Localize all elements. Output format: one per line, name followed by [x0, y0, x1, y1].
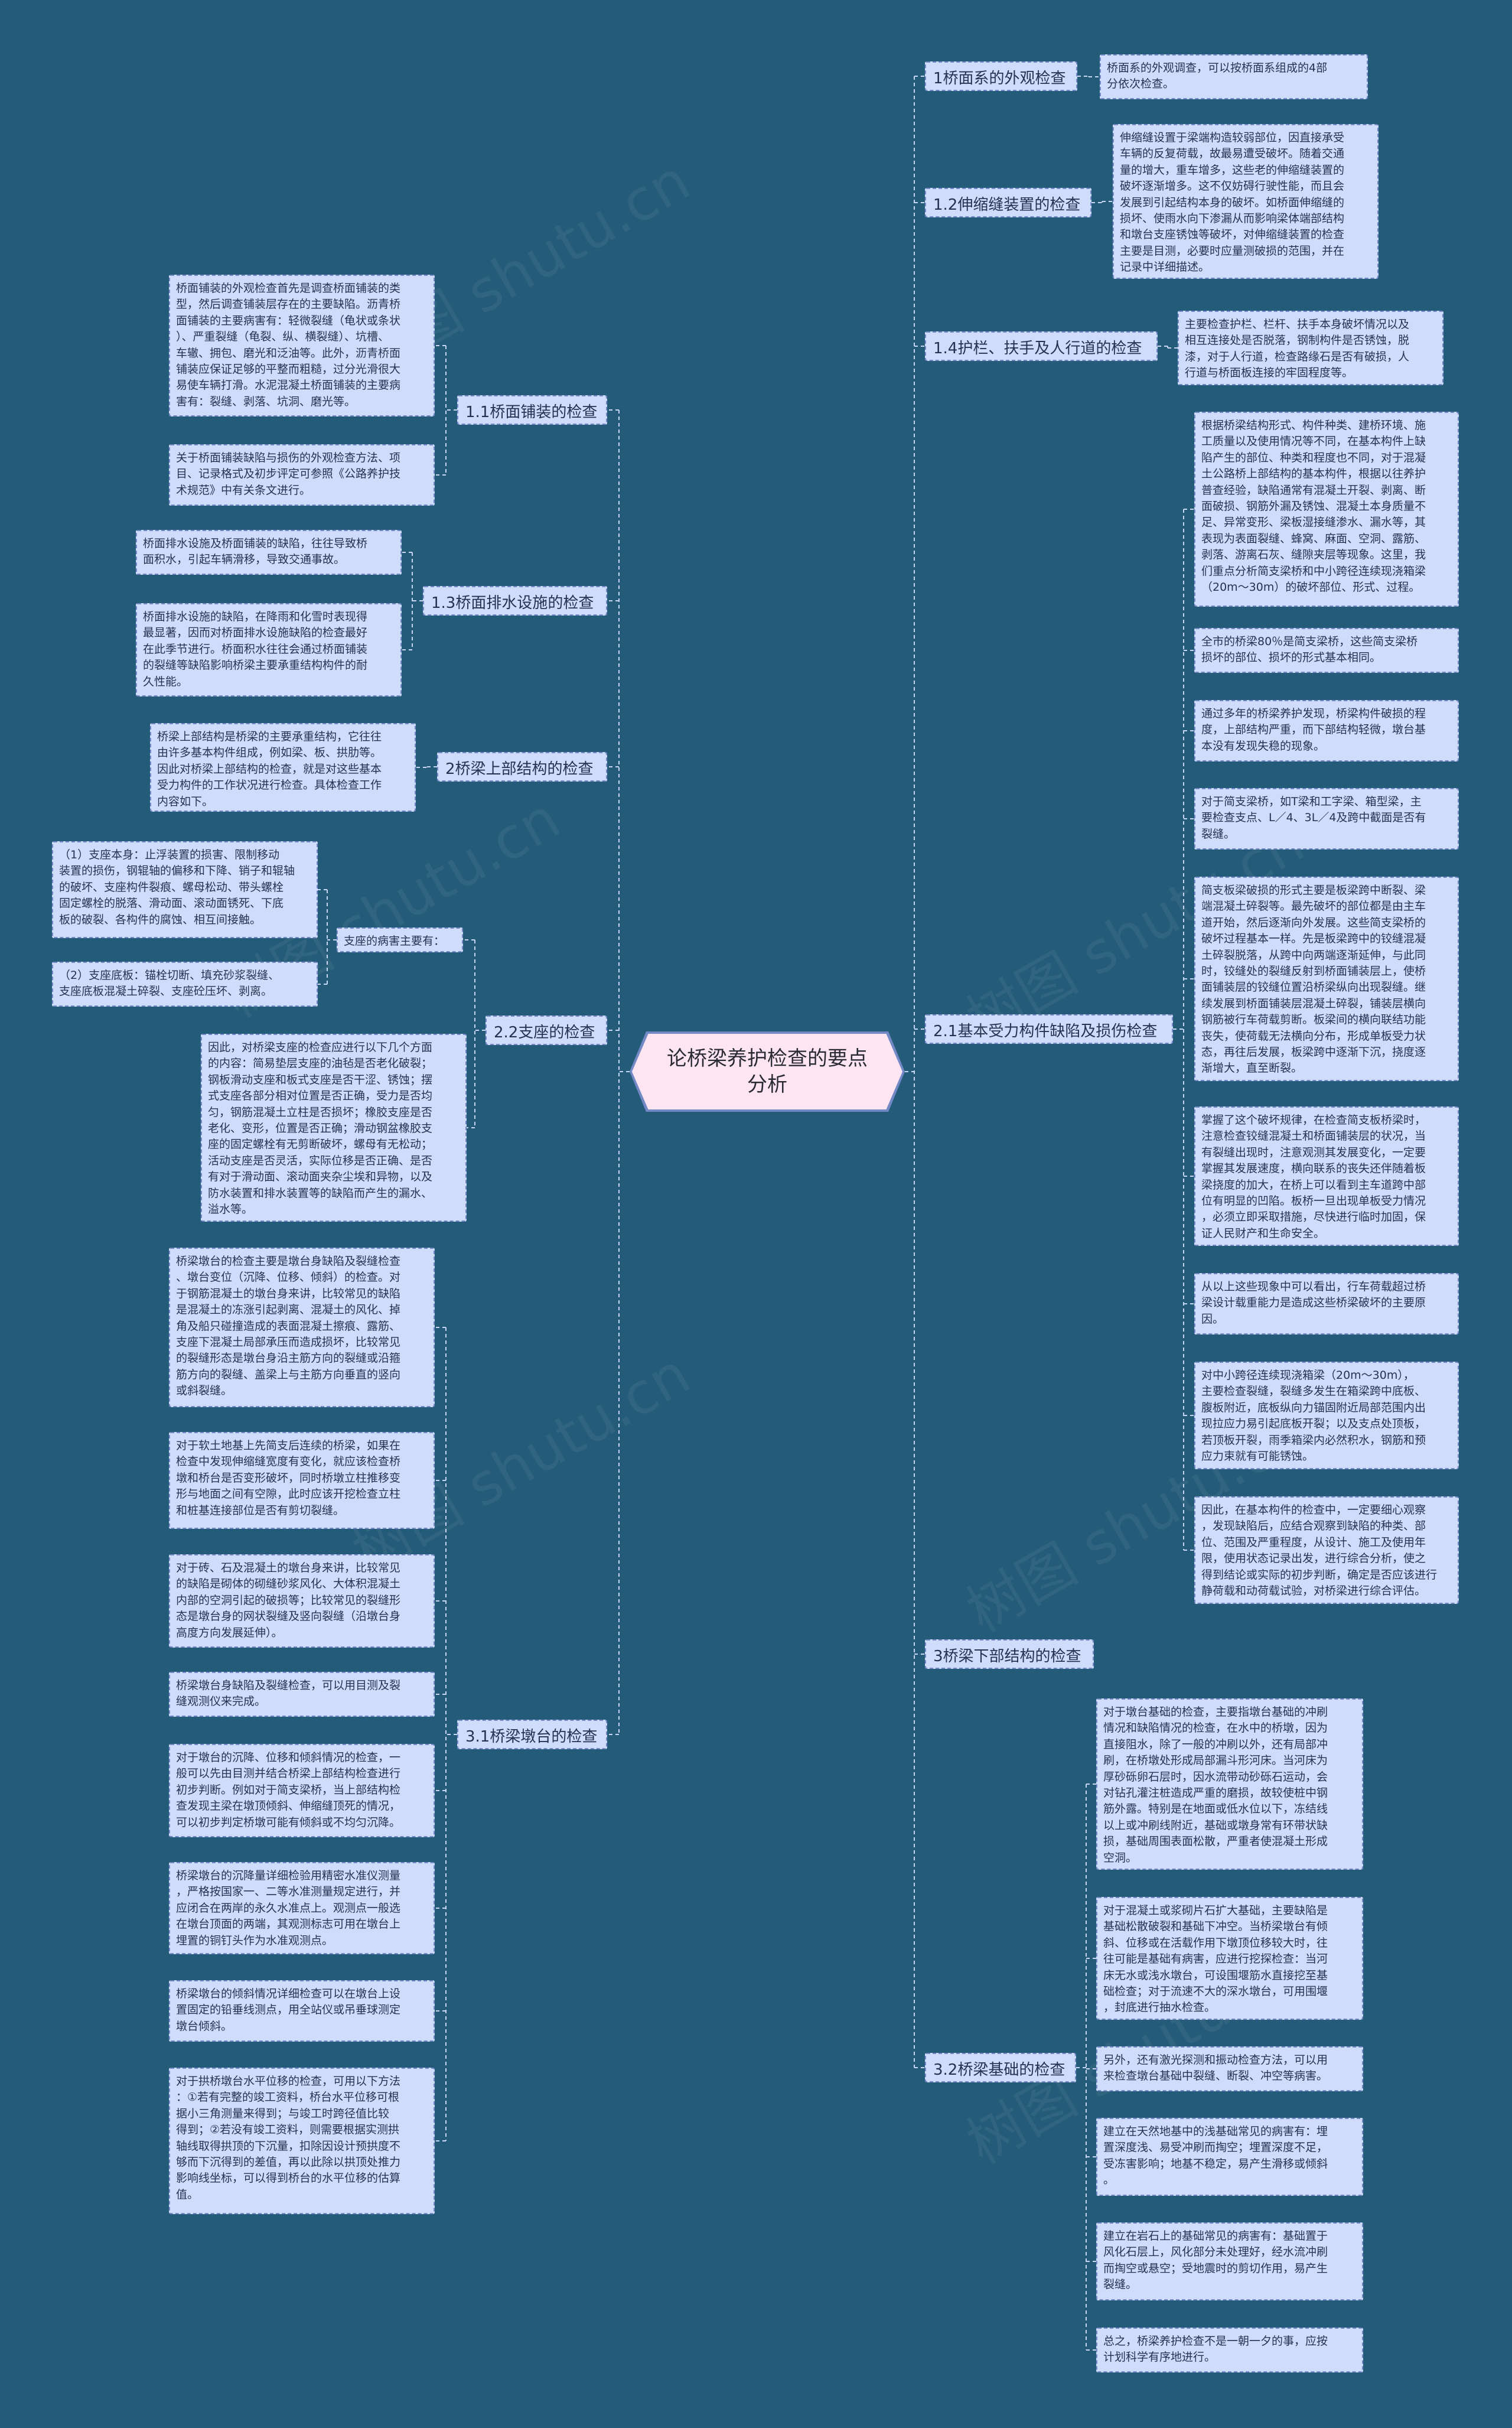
- note-expansion-joint: 伸缩缝设置于梁端构造较弱部位，因直接承受 车辆的反复荷载，故最易遭受破坏。随着交…: [1113, 124, 1379, 279]
- note-drainage-accident: 桥面排水设施及桥面铺装的缺陷，往往导致桥 面积水，引起车辆滑移，导致交通事故。: [136, 530, 402, 575]
- note-pavement-method: 关于桥面铺装缺陷与损伤的外观检查方法、项 目、记录格式及初步评定可参照《公路养护…: [169, 444, 435, 506]
- branch-1-4-railing[interactable]: 1.4护栏、扶手及人行道的检查: [925, 331, 1158, 361]
- branch-3-2-foundation[interactable]: 3.2桥梁基础的检查: [925, 2053, 1076, 2082]
- note-damage-rule: 掌握了这个破坏规律，在检查简支板桥梁时， 注意检查铰缝混凝土和桥面铺装层的状况，…: [1194, 1106, 1459, 1246]
- note-bearing-defects-title: 支座的病害主要有：: [337, 927, 463, 952]
- note-rock-foundation: 建立在岩石上的基础常见的病害有：基础置于 风化石层上，风化部分未处理好，经水流冲…: [1096, 2222, 1363, 2300]
- note-damage-degree: 通过多年的桥梁养护发现，桥梁构件破损的程 度，上部结构严重，而下部结构轻微，墩台…: [1194, 700, 1459, 761]
- note-conclusion: 总之，桥梁养护检查不是一朝一夕的事，应按 计划科学有序地进行。: [1096, 2328, 1363, 2372]
- note-deck-exterior: 桥面系的外观调查，可以按桥面系组成的4部 分依次检查。: [1100, 54, 1368, 99]
- branch-3-substructure[interactable]: 3桥梁下部结构的检查: [925, 1639, 1094, 1669]
- note-arch-displacement: 对于拱桥墩台水平位移的检查，可用以下方法 ：①若有完整的竣工资料，桥台水平位移可…: [169, 2068, 435, 2214]
- branch-2-superstructure[interactable]: 2桥梁上部结构的检查: [437, 752, 607, 782]
- branch-1-2-expansion-joint[interactable]: 1.2伸缩缝装置的检查: [925, 188, 1091, 217]
- note-shallow-foundation: 建立在天然地基中的浅基础常见的病害有：埋 置深度浅、易受冲刷而掏空；埋置深度不足…: [1096, 2118, 1363, 2196]
- note-tilt-check: 桥梁墩台的倾斜情况详细检查可以在墩台上设 置固定的铅垂线测点，用全站仪或吊垂球测…: [169, 1980, 435, 2042]
- branch-2-2-bearing[interactable]: 2.2支座的检查: [485, 1016, 607, 1045]
- note-comprehensive-assessment: 因此，在基本构件的检查中，一定要细心观察 ，发现缺陷后，应结合观察到缺陷的种类、…: [1194, 1496, 1459, 1604]
- note-laser-detection: 另外，还有激光探测和振动检查方法，可以用 来检查墩台基础中裂缝、断裂、冲空等病害…: [1096, 2046, 1363, 2091]
- note-bearing-inspection: 因此，对桥梁支座的检查应进行以下几个方面 的内容：简易垫层支座的油毡是否老化破裂…: [201, 1034, 467, 1222]
- note-masonry-pier: 对于砖、石及混凝土的墩台身来讲，比较常见 的缺陷是砌体的砌缝砂浆风化、大体积混凝…: [169, 1554, 435, 1648]
- note-simply-supported-share: 全市的桥梁80％是简支梁桥，这些简支梁桥 损坏的部位、损坏的形式基本相同。: [1194, 628, 1459, 673]
- note-pier-defects: 桥梁墩台的检查主要是墩台身缺陷及裂缝检查 、墩台变位（沉降、位移、倾斜）的检查。…: [169, 1248, 435, 1407]
- branch-1-1-pavement[interactable]: 1.1桥面铺装的检查: [457, 395, 607, 425]
- note-foundation-scour: 对于墩台基础的检查，主要指墩台基础的冲刷 情况和缺陷情况的检查，在水中的桥墩，因…: [1096, 1698, 1363, 1870]
- branch-2-1-load-members[interactable]: 2.1基本受力构件缺陷及损伤检查: [925, 1014, 1173, 1044]
- note-railing: 主要检查护栏、栏杆、扶手本身破坏情况以及 相互连接处是否脱落，钢制构件是否锈蚀，…: [1178, 311, 1443, 385]
- note-settlement-judgement: 对于墩台的沉降、位移和倾斜情况的检查，一 般可以先由目测并结合桥梁上部结构检查进…: [169, 1744, 435, 1837]
- note-simply-supported-check: 对于简支梁桥，如T梁和工字梁、箱型梁，主 要检查支点、L／4、3L／4及跨中截面…: [1194, 788, 1459, 850]
- note-superstructure-intro: 桥梁上部结构是桥梁的主要承重结构，它往往 由许多基本构件组成，例如梁、板、拱肋等…: [150, 723, 416, 812]
- root-node[interactable]: 论桥梁养护检查的要点分析: [632, 1034, 902, 1109]
- note-bearing-base: （2）支座底板：锚栓切断、填充砂浆裂缝、 支座底板混凝土碎裂、支座砼压坏、剥离。: [52, 962, 318, 1007]
- branch-1-deck-exterior[interactable]: 1桥面系的外观检查: [925, 61, 1077, 91]
- note-drainage-season: 桥面排水设施的缺陷，在降雨和化雪时表现得 最显著，因而对桥面排水设施缺陷的检查最…: [136, 603, 402, 696]
- note-continuous-box-girder: 对中小跨径连续现浇箱梁（20m～30m）， 主要检查裂缝，裂缝多发生在箱梁跨中底…: [1194, 1362, 1459, 1469]
- note-bearing-body: （1）支座本身：止浮装置的损害、限制移动 装置的损伤，钢辊轴的偏移和下降、销子和…: [52, 841, 318, 938]
- note-overload-cause: 从以上这些现象中可以看出，行车荷载超过桥 梁设计载重能力是造成这些桥梁破坏的主要…: [1194, 1273, 1459, 1335]
- note-crack-observation: 桥梁墩台身缺陷及裂缝检查，可以用目测及裂 缝观测仪来完成。: [169, 1672, 435, 1717]
- note-load-members-intro: 根据桥梁结构形式、构件种类、建桥环境、施 工质量以及使用情况等不同，在基本构件上…: [1194, 412, 1459, 607]
- note-spread-foundation: 对于混凝土或浆砌片石扩大基础，主要缺陷是 基础松散破裂和基础下冲空。当桥梁墩台有…: [1096, 1897, 1363, 2020]
- note-soft-soil-pier: 对于软土地基上先简支后连续的桥梁，如果在 检查中发现伸缩缝宽度有变化，就应该检查…: [169, 1432, 435, 1529]
- note-pavement-defects: 桥面铺装的外观检查首先是调查桥面铺装的类 型，然后调查铺装层存在的主要缺陷。沥青…: [169, 275, 435, 416]
- note-leveling-survey: 桥梁墩台的沉降量详细检验用精密水准仪测量 ，严格按国家一、二等水准测量规定进行，…: [169, 1862, 435, 1954]
- branch-1-3-drainage[interactable]: 1.3桥面排水设施的检查: [423, 586, 607, 616]
- note-slab-damage-process: 简支板梁破损的形式主要是板梁跨中断裂、梁 端混凝土碎裂等。最先破坏的部位都是由主…: [1194, 877, 1459, 1081]
- branch-3-1-pier[interactable]: 3.1桥梁墩台的检查: [457, 1720, 607, 1749]
